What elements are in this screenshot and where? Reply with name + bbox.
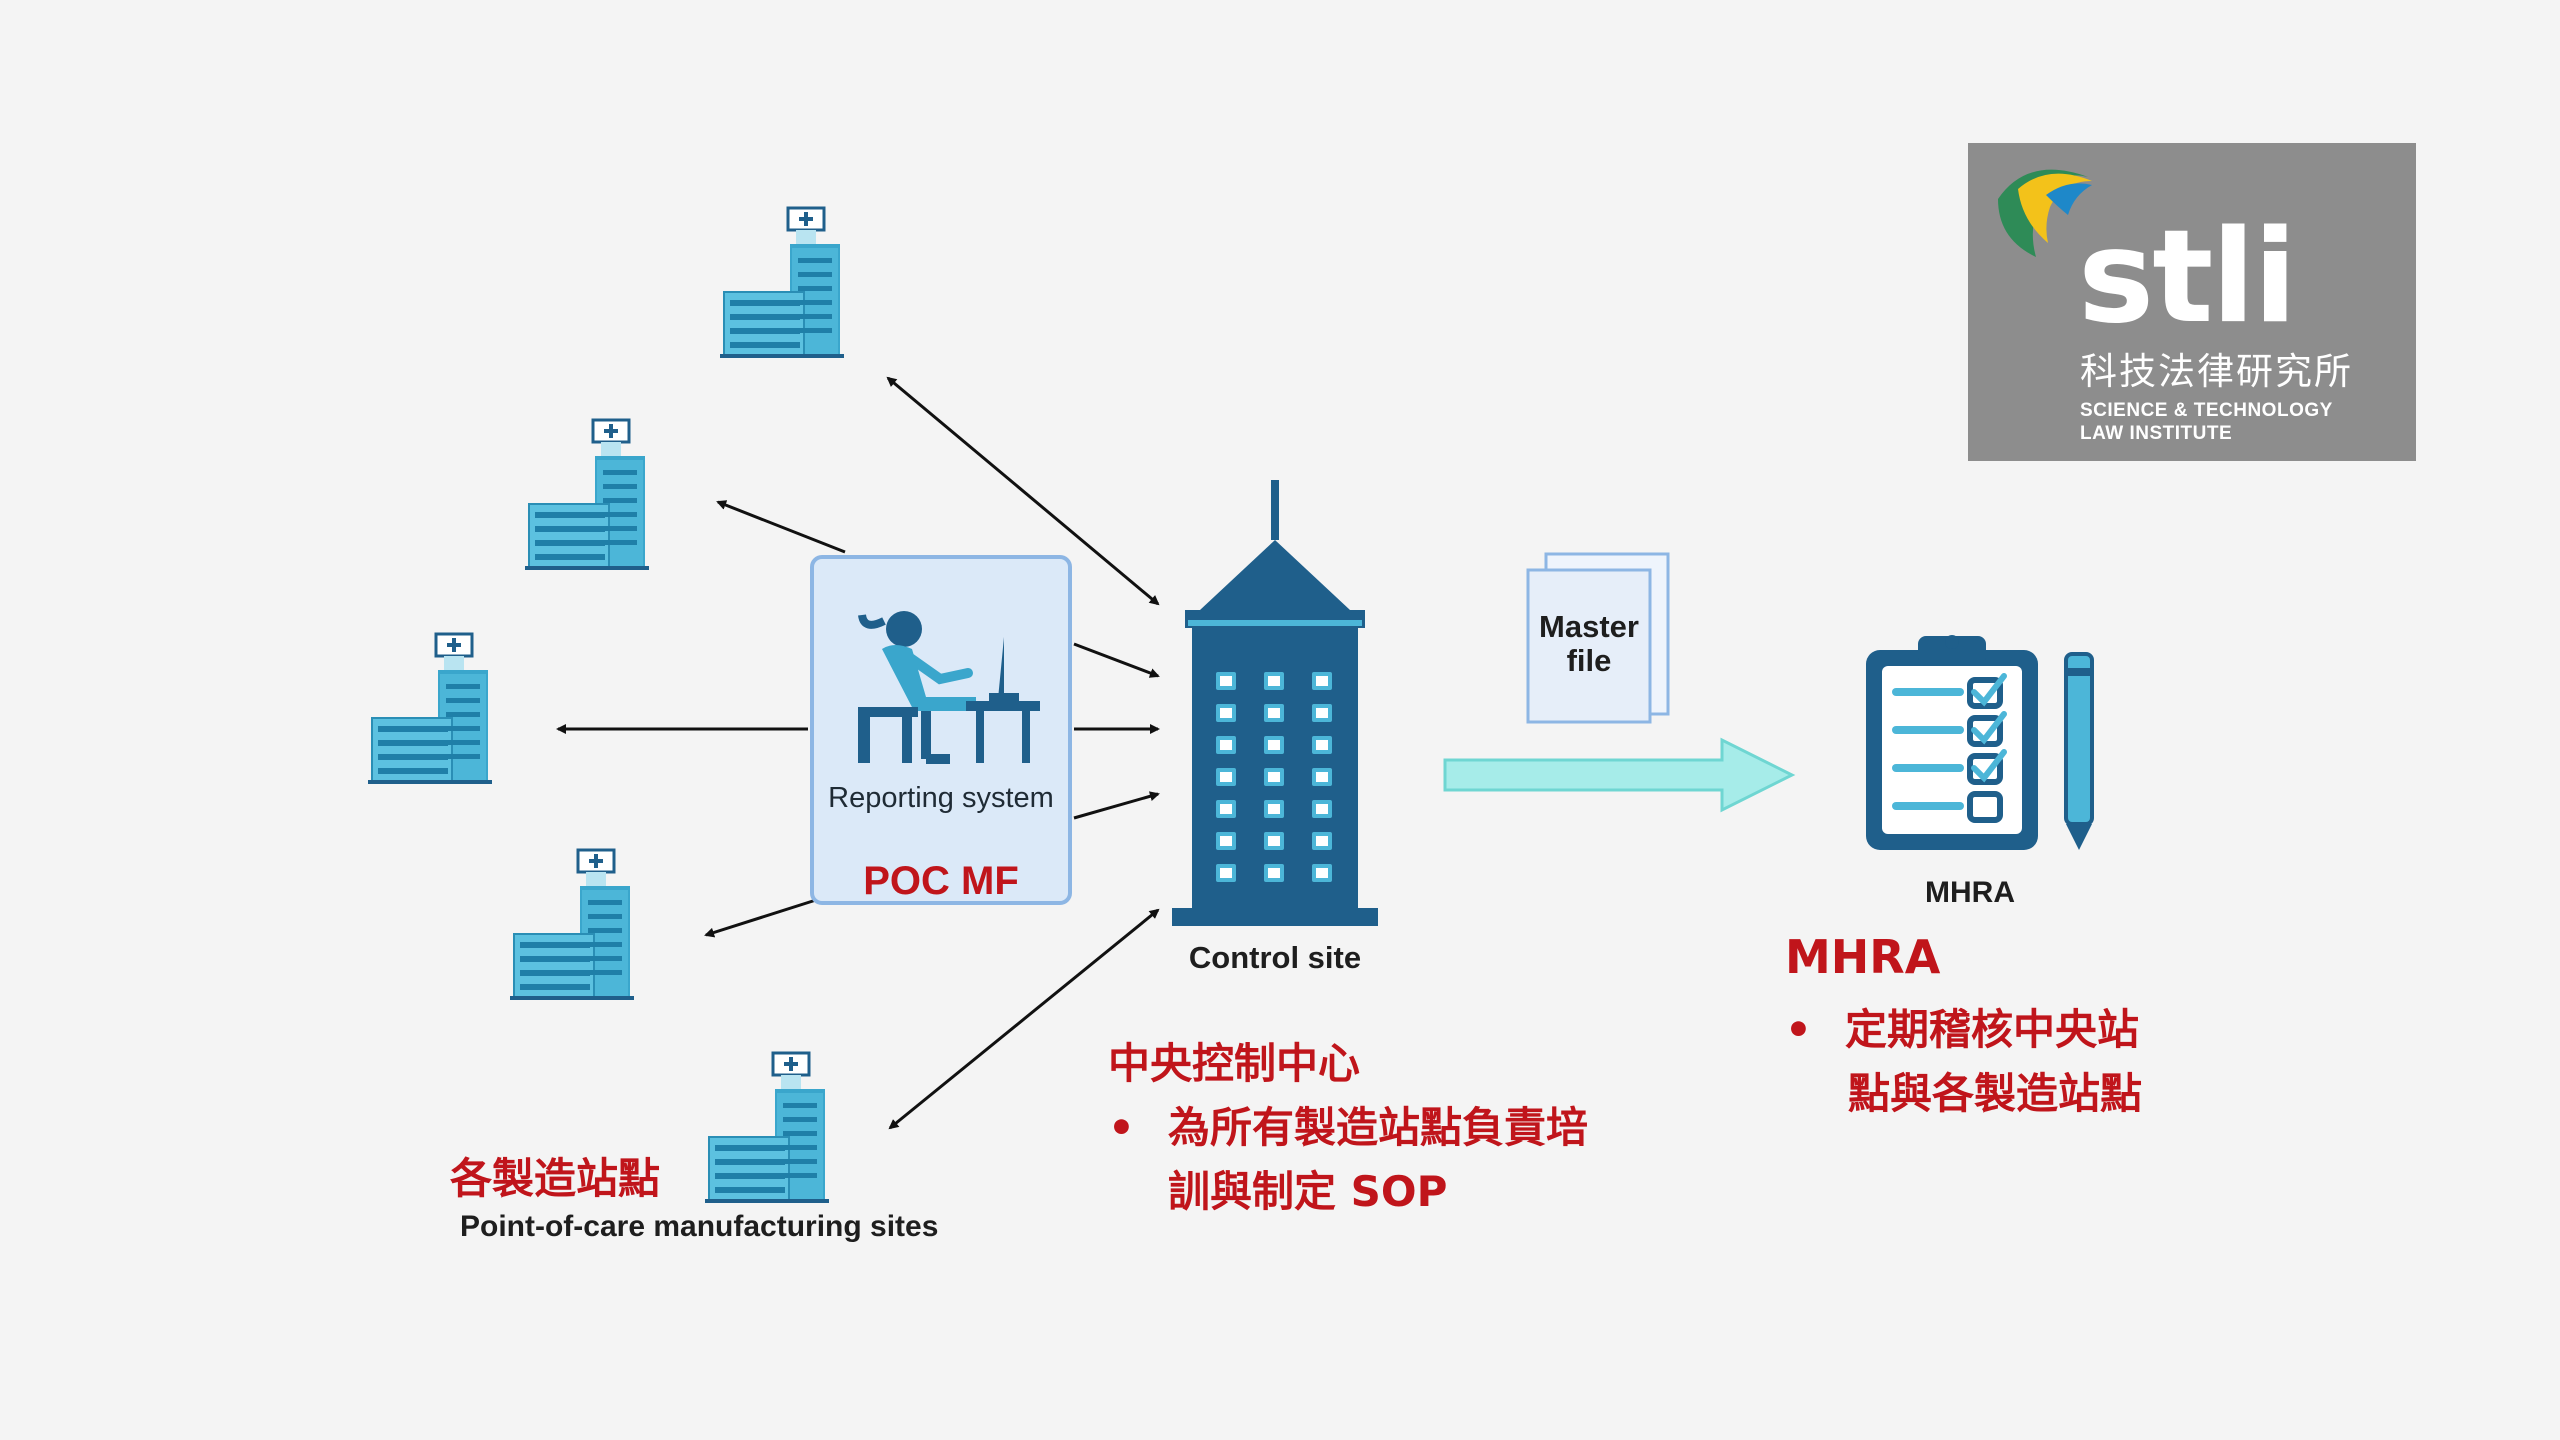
document-icon (1526, 552, 1670, 724)
teal-arrow (1443, 737, 1796, 813)
hospital-icon (510, 848, 634, 1000)
poc-mf-label: POC MF (863, 859, 1019, 903)
logo-wordmark: stli (2078, 203, 2297, 352)
central-line-1-text: 為所有製造站點負責培 (1168, 1103, 1589, 1152)
hospital-icon (525, 418, 649, 570)
hospital-icon (368, 632, 492, 784)
central-control-title: 中央控制中心 (1108, 1039, 1361, 1088)
clipboard-checklist-icon (1866, 635, 2094, 850)
mhra-line-1-text: 定期稽核中央站 (1845, 1005, 2140, 1054)
logo-cjk-name: 科技法律研究所 (2080, 350, 2353, 393)
bullet-icon: • (1108, 1103, 1135, 1152)
arrow-report-bottom (1073, 791, 1160, 820)
leaf-logo-icon (1998, 169, 2092, 257)
sites-label-cn: 各製造站點 (450, 1154, 661, 1203)
control-site-label: Control site (1188, 940, 1362, 975)
hospital-icon (720, 206, 844, 358)
central-bullet-line-1: • 為所有製造站點負責培 (1108, 1094, 1588, 1155)
mhra-icon-label: MHRA (1925, 876, 2015, 909)
arrow-bottom-site (888, 908, 1160, 1130)
reporting-system-card: Reporting system POC MF (810, 555, 1072, 905)
mhra-bullet-line-2: 點與各製造站點 (1848, 1069, 2143, 1118)
arrow-top-site (886, 376, 1160, 606)
mhra-bullet-line-1: • 定期稽核中央站 (1785, 996, 2139, 1057)
arrow-upper-site (716, 500, 846, 554)
logo-en-line-1: SCIENCE & TECHNOLOGY (2080, 400, 2333, 421)
arrow-lower-site (704, 898, 817, 938)
hospital-icon (705, 1051, 829, 1203)
control-site-tower-icon (1172, 480, 1378, 926)
central-bullet-line-2: 訓與制定 SOP (1168, 1167, 1448, 1216)
bullet-icon: • (1785, 1005, 1812, 1054)
reporting-system-label: Reporting system (828, 782, 1054, 814)
logo-en-line-2: LAW INSTITUTE (2080, 423, 2233, 444)
person-at-computer-icon (858, 611, 1040, 764)
mhra-title: MHRA (1785, 930, 1941, 984)
stli-logo: stli 科技法律研究所 SCIENCE & TECHNOLOGY LAW IN… (1968, 143, 2416, 461)
arrow-report-top (1073, 642, 1160, 678)
master-file-label: Master file (1539, 609, 1639, 678)
sites-label-en: Point-of-care manufacturing sites (460, 1210, 939, 1243)
